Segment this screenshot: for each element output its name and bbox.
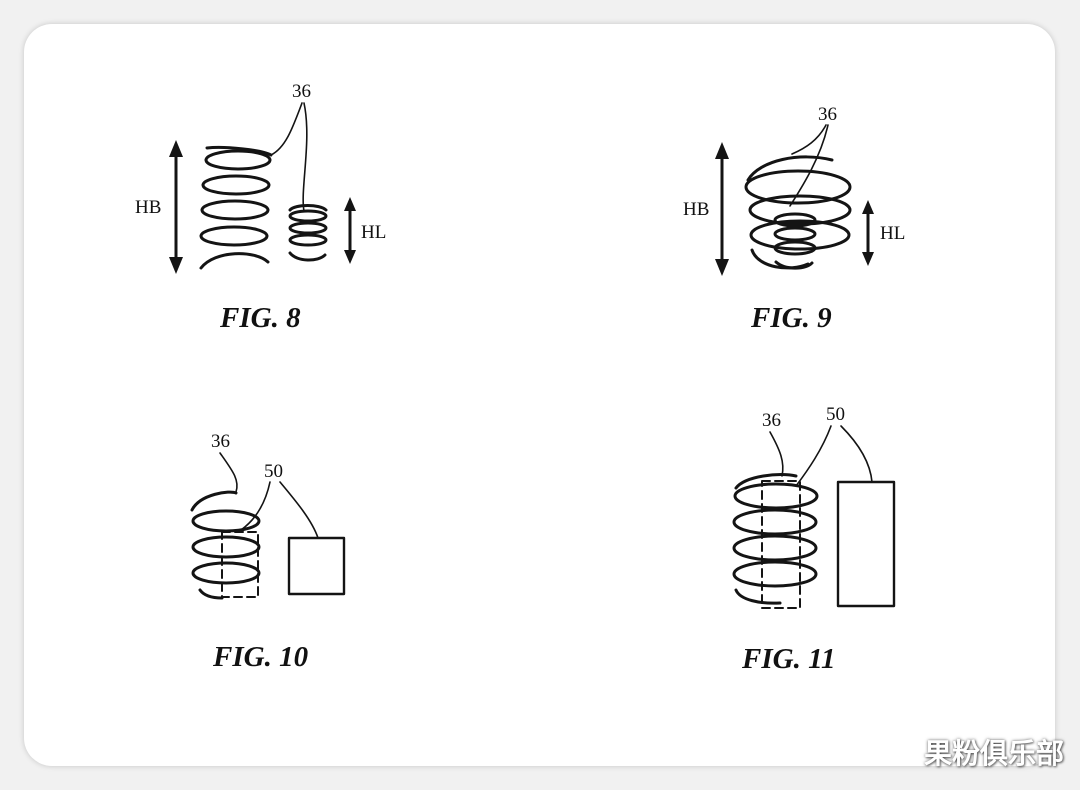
fig-8-caption: FIG. 8 bbox=[219, 302, 301, 334]
external-block bbox=[836, 480, 896, 608]
ref-numeral-50: 50 bbox=[264, 461, 283, 482]
hl-label: HL bbox=[880, 223, 905, 244]
watermark: 果粉俱乐部 bbox=[923, 737, 1064, 770]
fig-9: HB HL 36 FIG. 9 bbox=[683, 104, 905, 334]
small-coil bbox=[288, 204, 328, 262]
ref-numeral-36: 36 bbox=[762, 410, 781, 431]
fig-10-caption: FIG. 10 bbox=[212, 641, 308, 673]
internal-block-dashed bbox=[761, 480, 801, 609]
ref-numeral-36: 36 bbox=[818, 104, 837, 125]
small-coil bbox=[773, 212, 817, 270]
hl-label: HL bbox=[361, 222, 386, 243]
figure-sheet bbox=[24, 24, 1055, 766]
fig-10: 36 50 FIG. 10 bbox=[190, 431, 346, 673]
big-coil bbox=[744, 155, 852, 270]
big-coil bbox=[199, 146, 273, 270]
ref-numeral-36: 36 bbox=[292, 81, 311, 102]
fig-8: HB HL 36 FIG. 8 bbox=[135, 81, 386, 334]
external-block bbox=[287, 536, 346, 596]
internal-block-dashed bbox=[221, 531, 259, 598]
ref-numeral-36: 36 bbox=[211, 431, 230, 452]
hb-dimension-arrow bbox=[715, 142, 729, 276]
hb-dimension-arrow bbox=[169, 140, 183, 274]
hb-label: HB bbox=[135, 197, 161, 218]
fig-11-caption: FIG. 11 bbox=[741, 643, 835, 675]
coil bbox=[732, 473, 819, 605]
fig-11: 36 50 FIG. 11 bbox=[732, 404, 896, 675]
hl-dimension-arrow bbox=[344, 197, 356, 264]
coil bbox=[190, 490, 261, 600]
ref-numeral-50: 50 bbox=[826, 404, 845, 425]
fig-9-caption: FIG. 9 bbox=[750, 302, 832, 334]
hb-label: HB bbox=[683, 199, 709, 220]
hl-dimension-arrow bbox=[862, 200, 874, 266]
